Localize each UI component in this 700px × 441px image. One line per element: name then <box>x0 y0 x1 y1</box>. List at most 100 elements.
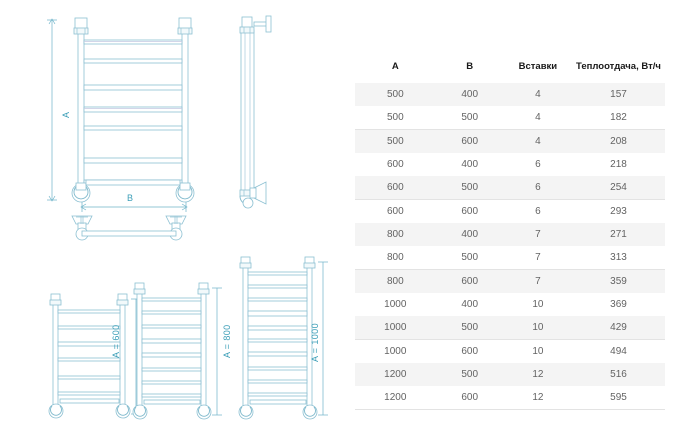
table-cell: 369 <box>571 293 665 316</box>
table-cell: 500 <box>355 106 436 130</box>
variant-view-600 <box>48 293 141 419</box>
table-cell: 400 <box>435 153 504 176</box>
table-cell: 6 <box>503 199 572 223</box>
top-fitting-right <box>177 17 193 35</box>
column-header-heat-output: Теплоотдача, Вт/ч <box>571 52 665 83</box>
table-cell: 400 <box>435 83 504 106</box>
top-fitting-left <box>73 17 89 35</box>
bottom-mount-right <box>175 182 195 203</box>
dimension-line-B <box>80 202 188 212</box>
table-cell: 182 <box>571 106 665 130</box>
bottom-mount-left <box>71 182 91 203</box>
table-cell: 254 <box>571 176 665 200</box>
table-cell: 1200 <box>355 363 436 386</box>
spec-table-head: А В Вставки Теплоотдача, Вт/ч <box>355 52 665 83</box>
table-cell: 500 <box>435 176 504 200</box>
table-cell: 500 <box>435 106 504 130</box>
side-view <box>239 15 272 209</box>
dimension-line-A <box>47 18 57 202</box>
table-cell: 12 <box>503 363 572 386</box>
table-cell: 12 <box>503 386 572 410</box>
table-cell: 600 <box>435 339 504 363</box>
table-cell: 6 <box>503 176 572 200</box>
table-cell: 10 <box>503 316 572 340</box>
main-front-view <box>47 17 195 241</box>
table-cell: 800 <box>355 246 436 270</box>
variant-view-1000 <box>238 256 328 420</box>
table-cell: 500 <box>435 246 504 270</box>
table-cell: 1000 <box>355 339 436 363</box>
table-cell: 313 <box>571 246 665 270</box>
table-cell: 500 <box>355 129 436 153</box>
table-cell: 800 <box>355 269 436 293</box>
table-cell: 516 <box>571 363 665 386</box>
column-header-b: В <box>435 52 504 83</box>
table-cell: 600 <box>355 153 436 176</box>
plan-view-wall-brackets <box>71 215 187 241</box>
dimension-label-B: B <box>127 193 134 203</box>
table-cell: 10 <box>503 293 572 316</box>
table-cell: 600 <box>435 129 504 153</box>
table-cell: 600 <box>435 269 504 293</box>
table-cell: 500 <box>435 363 504 386</box>
variant-label-1000: A = 1000 <box>310 323 320 362</box>
table-cell: 218 <box>571 153 665 176</box>
table-cell: 4 <box>503 83 572 106</box>
table-cell: 7 <box>503 269 572 293</box>
table-cell: 500 <box>435 316 504 340</box>
table-cell: 400 <box>435 223 504 246</box>
dimension-line-1000 <box>318 261 328 416</box>
variant-label-800: A = 800 <box>222 324 232 358</box>
table-cell: 7 <box>503 223 572 246</box>
table-cell: 1000 <box>355 293 436 316</box>
table-cell: 800 <box>355 223 436 246</box>
table-cell: 6 <box>503 153 572 176</box>
table-cell: 1200 <box>355 386 436 410</box>
table-cell: 429 <box>571 316 665 340</box>
table-cell: 400 <box>435 293 504 316</box>
table-cell: 157 <box>571 83 665 106</box>
table-cell: 600 <box>435 386 504 410</box>
technical-drawings-panel: .ln { stroke:#7fb9cc; stroke-width:0.9; … <box>47 15 328 420</box>
dimension-label-A: A <box>61 111 71 118</box>
table-cell: 500 <box>355 83 436 106</box>
rails-group <box>83 39 183 185</box>
table-cell: 600 <box>355 176 436 200</box>
table-cell: 4 <box>503 106 572 130</box>
table-cell: 4 <box>503 129 572 153</box>
table-cell: 271 <box>571 223 665 246</box>
table-header-row: А В Вставки Теплоотдача, Вт/ч <box>355 52 665 83</box>
dimension-line-800 <box>212 287 222 416</box>
table-cell: 208 <box>571 129 665 153</box>
column-header-inserts: Вставки <box>503 52 572 83</box>
table-cell: 7 <box>503 246 572 270</box>
table-cell: 494 <box>571 339 665 363</box>
table-cell: 600 <box>435 199 504 223</box>
table-cell: 1000 <box>355 316 436 340</box>
variant-label-600: A = 600 <box>111 324 121 358</box>
table-cell: 600 <box>355 199 436 223</box>
variant-view-800 <box>132 282 222 420</box>
column-header-a: А <box>355 52 436 83</box>
table-cell: 595 <box>571 386 665 410</box>
table-cell: 293 <box>571 199 665 223</box>
table-cell: 359 <box>571 269 665 293</box>
